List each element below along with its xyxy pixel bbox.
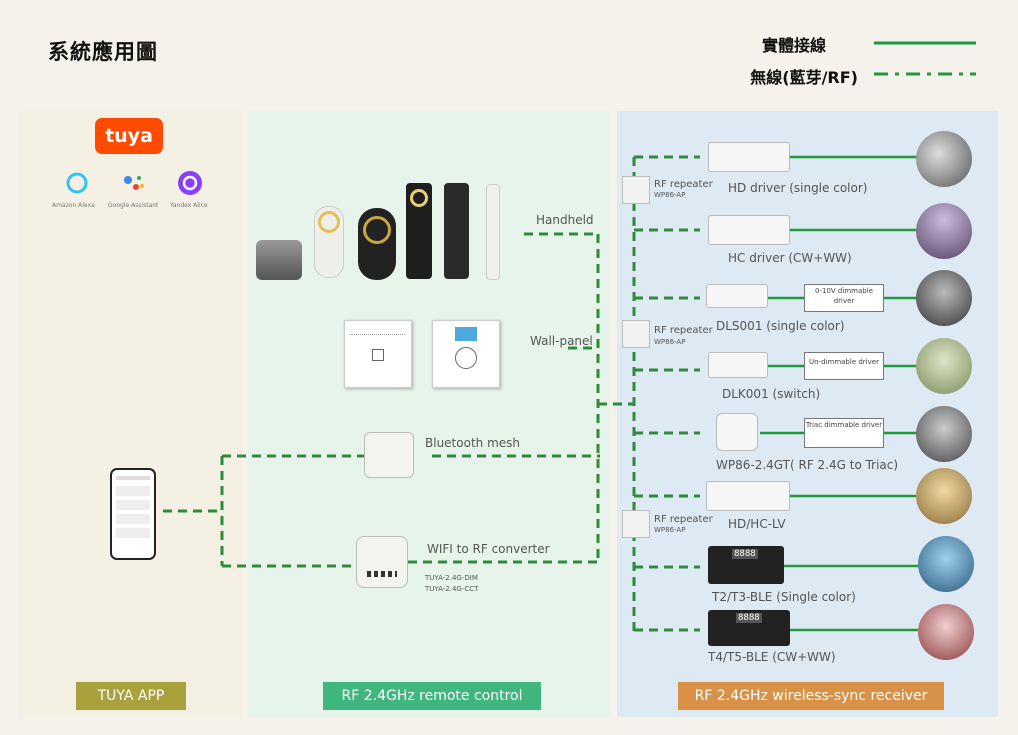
tuya-app-tag: TUYA APP bbox=[76, 682, 186, 710]
hc-driver-label: HC driver (CW+WW) bbox=[728, 251, 852, 265]
assistant-label-alexa: Amazon Alexa bbox=[52, 202, 95, 209]
t2-display: 8888 bbox=[732, 549, 758, 559]
wp86-label: WP86-2.4GT( RF 2.4G to Triac) bbox=[716, 458, 899, 472]
t2-t3-ble-label: T2/T3-BLE (Single color) bbox=[712, 590, 856, 604]
yandex-alice-icon bbox=[178, 171, 202, 195]
black-touch-remote-image bbox=[358, 208, 396, 280]
wp86-module-image bbox=[716, 413, 758, 451]
rf-repeater-2-image bbox=[622, 320, 650, 348]
rf-repeater-2-model: WP86-AP bbox=[654, 338, 686, 346]
smartphone-image bbox=[110, 468, 156, 560]
wall-panel-label: Wall-panel bbox=[530, 334, 593, 348]
assistant-label-yandex: Yandex Alice bbox=[170, 202, 208, 209]
scene-photo-4 bbox=[916, 338, 972, 394]
rf-repeater-1-label: RF repeater bbox=[654, 179, 713, 190]
rf-repeater-3-image bbox=[622, 510, 650, 538]
dlk001-label: DLK001 (switch) bbox=[722, 387, 821, 401]
hc-driver-image bbox=[708, 215, 790, 245]
rf-repeater-1-image bbox=[622, 176, 650, 204]
t4-t5-ble-label: T4/T5-BLE (CW+WW) bbox=[708, 650, 836, 664]
scene-photo-8 bbox=[918, 604, 974, 660]
tuya-logo: tuya bbox=[95, 118, 163, 154]
t2-t3-ble-image: 8888 bbox=[708, 546, 784, 584]
receiver-tag: RF 2.4GHz wireless-sync receiver bbox=[678, 682, 944, 710]
legend-wired-label: 實體接線 bbox=[761, 36, 826, 55]
assistant-label-google: Google Assistant bbox=[108, 202, 159, 209]
tuya-app-panel bbox=[18, 111, 242, 717]
hd-hc-lv-image bbox=[706, 481, 790, 511]
white-touch-remote-image bbox=[314, 206, 344, 278]
handheld-label: Handheld bbox=[536, 213, 594, 227]
t4-display: 8888 bbox=[736, 613, 762, 623]
bluetooth-mesh-label: Bluetooth mesh bbox=[425, 436, 520, 450]
wall-panel-1-image bbox=[344, 320, 412, 388]
knob-remote-image bbox=[256, 240, 302, 280]
scene-photo-2 bbox=[916, 203, 972, 259]
rf-repeater-3-label: RF repeater bbox=[654, 514, 713, 525]
alexa-icon bbox=[66, 172, 88, 194]
legend-wireless-label: 無線(藍芽/RF) bbox=[750, 68, 858, 87]
rf-repeater-3-model: WP86-AP bbox=[654, 526, 686, 534]
scene-photo-6 bbox=[916, 468, 972, 524]
dlk001-image bbox=[708, 352, 768, 378]
wifi-model-1: TUYA-2.4G-DIM bbox=[425, 574, 478, 582]
dlk001-type-box: Un-dimmable driver bbox=[804, 352, 884, 380]
hd-hc-lv-label: HD/HC-LV bbox=[728, 517, 786, 531]
black-remote-1-image bbox=[406, 183, 432, 279]
wp86-type-box: Triac dimmable driver bbox=[804, 418, 884, 448]
wifi-rf-converter-image bbox=[356, 536, 408, 588]
black-remote-2-image bbox=[444, 183, 469, 279]
remote-control-tag: RF 2.4GHz remote control bbox=[323, 682, 541, 710]
hd-driver-image bbox=[708, 142, 790, 172]
scene-photo-1 bbox=[916, 131, 972, 187]
scene-photo-5 bbox=[916, 406, 972, 462]
wall-panel-2-image bbox=[432, 320, 500, 388]
dls001-label: DLS001 (single color) bbox=[716, 319, 845, 333]
dls001-type-box: 0-10V dimmable driver bbox=[804, 284, 884, 312]
rf-repeater-1-model: WP86-AP bbox=[654, 191, 686, 199]
wifi-model-2: TUYA-2.4G-CCT bbox=[425, 585, 479, 593]
wifi-converter-label: WIFI to RF converter bbox=[427, 542, 550, 556]
t4-t5-ble-image: 8888 bbox=[708, 610, 790, 646]
slim-white-remote-image bbox=[486, 184, 500, 280]
dls001-image bbox=[706, 284, 768, 308]
scene-photo-3 bbox=[916, 270, 972, 326]
rf-repeater-2-label: RF repeater bbox=[654, 325, 713, 336]
page-title: 系統應用圖 bbox=[48, 40, 158, 64]
hd-driver-label: HD driver (single color) bbox=[728, 181, 868, 195]
bluetooth-mesh-module-image bbox=[364, 432, 414, 478]
scene-photo-7 bbox=[918, 536, 974, 592]
google-assistant-icon bbox=[124, 176, 144, 190]
